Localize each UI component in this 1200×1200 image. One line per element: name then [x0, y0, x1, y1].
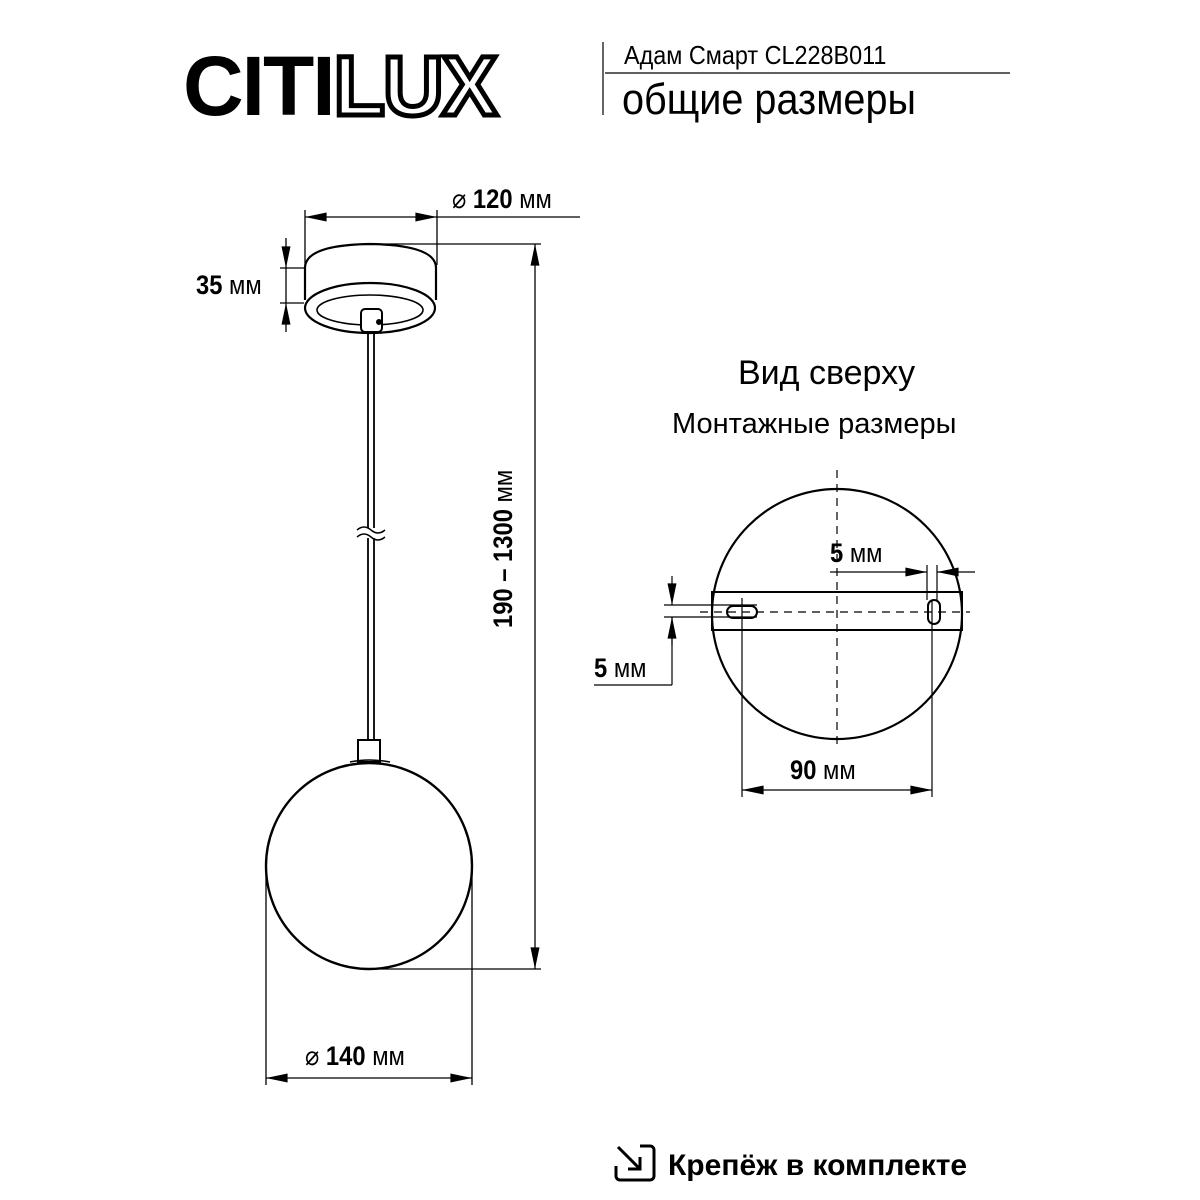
label-canopy-height: 35 мм: [196, 270, 262, 300]
center-lines: [700, 470, 970, 750]
dim-total-length: [370, 243, 541, 970]
dim-hole-spacing: [741, 598, 933, 797]
arrow-into-box-icon: [614, 1144, 656, 1182]
dim-shade-diameter: [265, 866, 473, 1085]
page-subtitle: общие размеры: [622, 75, 916, 124]
brand-logo: CITILUX: [183, 42, 500, 131]
brand-logo-outline: LUX: [331, 39, 500, 133]
cable-break-icon: [356, 526, 386, 541]
label-canopy-diameter: ⌀ 120 мм: [452, 184, 552, 214]
lamp-socket: [357, 739, 381, 763]
cable-clamp: [360, 308, 383, 333]
label-total-length: 190 – 1300 мм: [488, 469, 518, 628]
dim-slot-width: [830, 565, 975, 600]
mounting-kit-note: Крепёж в комплекте: [668, 1149, 968, 1182]
label-slot-width: 5 мм: [830, 538, 883, 568]
mounting-dimensions-title: Монтажные размеры: [672, 408, 957, 440]
brand-logo-bold: CITI: [183, 39, 336, 133]
glass-shade: [264, 761, 474, 971]
header-dividers: [602, 42, 1010, 115]
label-slot-height: 5 мм: [594, 653, 647, 683]
label-hole-spacing: 90 мм: [790, 755, 856, 785]
dim-canopy-diameter: [304, 210, 580, 265]
model-title: Адам Смарт CL228B011: [624, 40, 887, 70]
top-view-title: Вид сверху: [738, 354, 916, 392]
dim-canopy-height: [280, 238, 304, 332]
label-shade-diameter: ⌀ 140 мм: [305, 1041, 405, 1071]
